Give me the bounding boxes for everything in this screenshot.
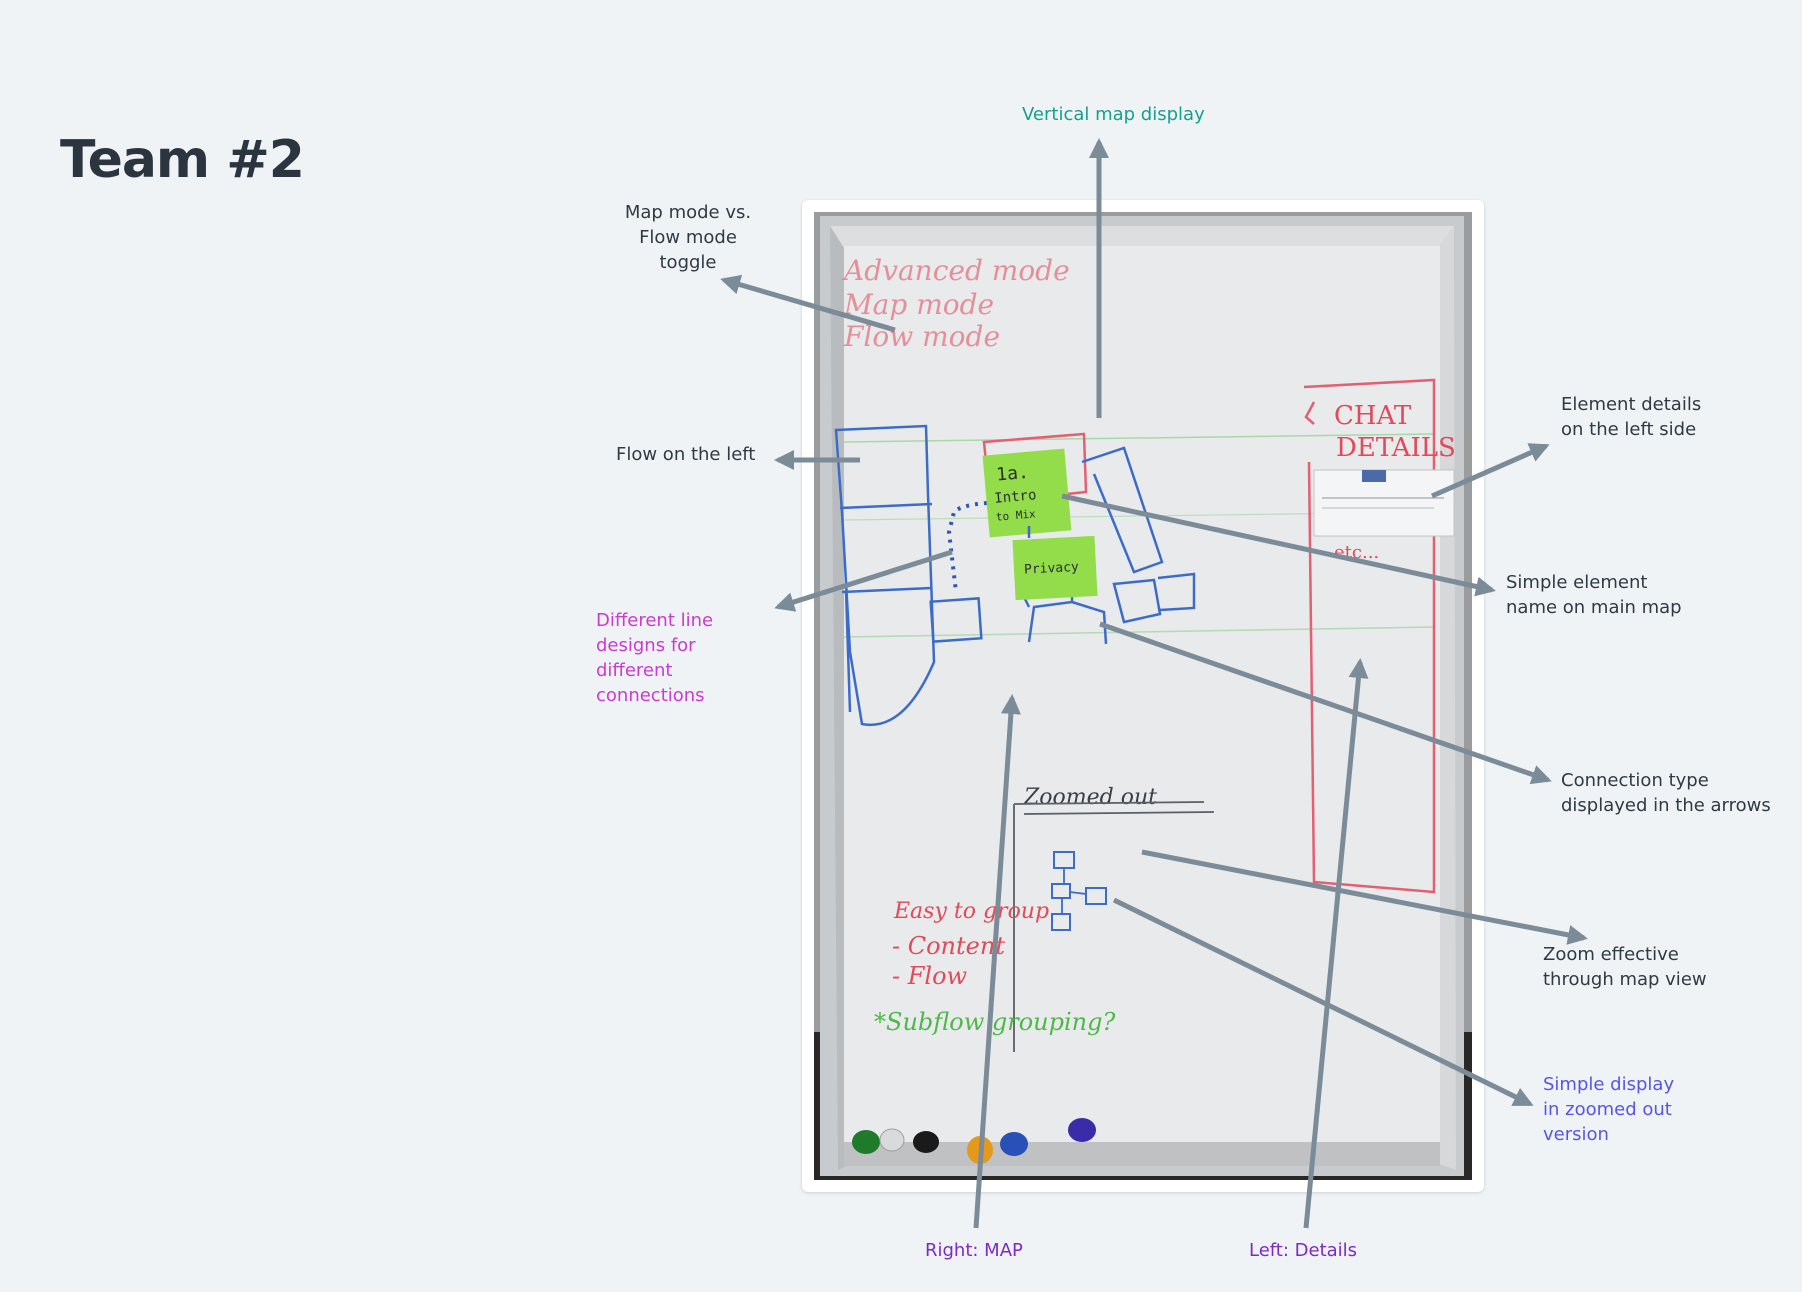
chat-label: CHAT [1334,401,1412,431]
label-connection-type: Connection type displayed in the arrows [1561,770,1771,816]
label-simple-element: Simple element name on main map [1506,572,1682,618]
label-vertical-map: Vertical map display [1022,104,1205,125]
page-title: Team #2 [60,130,305,190]
label-element-details: Element details on the left side [1561,394,1702,440]
easy-group-line-2: - Content [892,932,1005,960]
zoomed-out-label: Zoomed out [1023,785,1157,810]
sticky-intro-sub: to Mix [995,507,1036,523]
sticky-privacy: Privacy [1012,535,1098,601]
mode-note-map: Map mode [843,288,994,321]
sticky-intro-number: 1a. [995,462,1029,486]
sticky-intro-text: Intro [994,487,1037,507]
subflow-note: *Subflow grouping? [874,1008,1115,1036]
label-simple-display: Simple display in zoomed out version [1543,1074,1675,1145]
mode-note-flow: Flow mode [843,320,1000,353]
sticky-privacy-text: Privacy [1024,560,1080,578]
etc-label: etc... [1334,542,1379,563]
label-zoom-effective: Zoom effective through map view [1543,944,1707,990]
details-label: DETAILS [1336,433,1456,463]
easy-group-line-1: Easy to group [893,899,1049,924]
whiteboard-photo: Advanced mode Map mode Flow mode 1a. Int… [814,212,1472,1180]
easy-group-line-3: - Flow [892,962,968,990]
sticky-intro: 1a. Intro to Mix [982,448,1072,538]
label-left-details: Left: Details [1249,1240,1358,1261]
label-flow-left: Flow on the left [616,444,756,465]
label-mode-toggle: Map mode vs. Flow mode toggle [624,202,752,273]
label-right-map: Right: MAP [925,1240,1023,1261]
mode-note-advanced: Advanced mode [841,254,1070,287]
label-line-designs: Different line designs for different con… [596,610,714,706]
